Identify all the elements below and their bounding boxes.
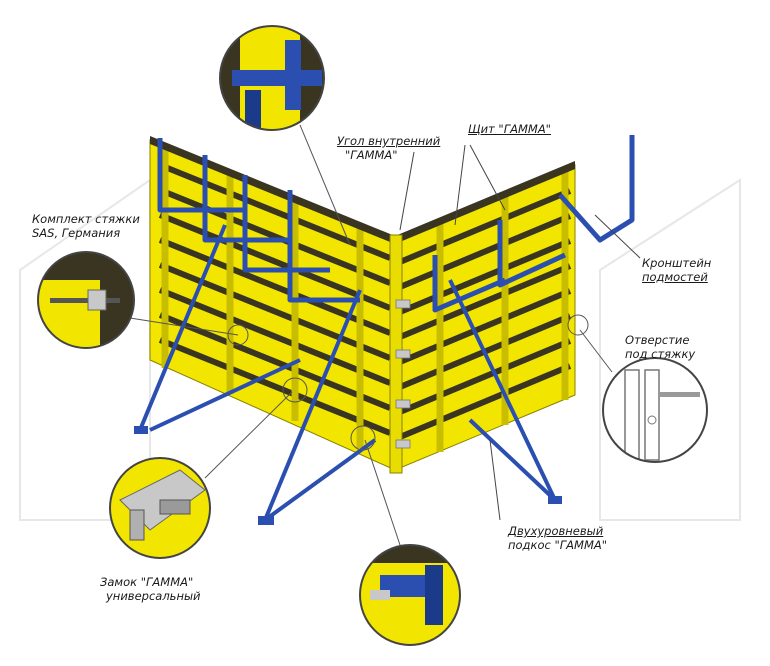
label-brace-line2: подкос "ГАММА": [508, 538, 608, 552]
label-bracket: Кронштейн подмостей: [642, 256, 711, 284]
label-tie-kit-line1: Комплект стяжки: [32, 212, 140, 226]
scaffold-brackets: [157, 135, 635, 313]
callout-tie-kit: [37, 251, 249, 349]
label-inner-corner-line2: "ГАММА": [345, 148, 398, 162]
two-level-braces: [138, 224, 557, 522]
brace-feet: [134, 426, 562, 525]
callout-lock: [109, 377, 308, 559]
label-tie-hole: Отверстие под стяжку: [625, 333, 695, 361]
label-lock: Замок "ГАММА" универсальный: [100, 575, 201, 603]
label-panel-line1: Щит "ГАММА": [468, 122, 551, 136]
label-lock-line2: универсальный: [106, 589, 201, 603]
label-panel: Щит "ГАММА": [468, 122, 551, 136]
label-tie-kit: Комплект стяжки SAS, Германия: [32, 212, 140, 240]
label-tie-hole-line1: Отверстие: [625, 333, 690, 347]
right-panel-wall: [394, 161, 576, 471]
label-tie-kit-line2: SAS, Германия: [32, 226, 121, 240]
label-inner-corner: Угол внутренний "ГАММА": [337, 134, 440, 162]
label-inner-corner-line1: Угол внутренний: [337, 134, 441, 148]
label-lock-line1: Замок "ГАММА": [100, 575, 194, 589]
inner-corner: [389, 234, 411, 474]
label-brace-line1: Двухуровневый: [508, 524, 604, 538]
label-brace: Двухуровневый подкос "ГАММА": [508, 524, 607, 552]
leader-lines: [399, 144, 641, 521]
left-panel-wall: [149, 136, 396, 471]
label-bracket-line2: подмостей: [642, 270, 708, 284]
callout-clamp: [350, 425, 461, 646]
label-tie-hole-line2: под стяжку: [625, 347, 696, 361]
label-bracket-line1: Кронштейн: [642, 256, 712, 270]
callout-tie-hole: [567, 314, 708, 463]
